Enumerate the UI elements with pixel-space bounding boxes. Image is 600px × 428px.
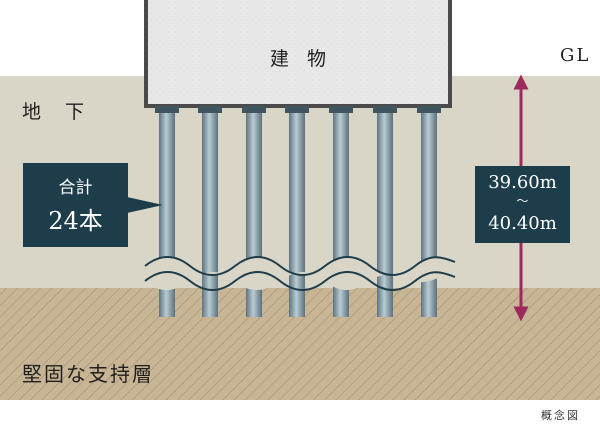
pile-depth-separator: 〜 [516,194,529,208]
pile [285,106,309,317]
pile-depth-callout: 39.60m 〜 40.40m [475,166,570,243]
bearing-layer-label: 堅固な支持層 [22,362,154,386]
conceptual-diagram-note: 概念図 [541,409,580,422]
building-label: 建物 [269,48,344,70]
pile-count-title: 合計 [58,178,93,198]
pile [198,106,222,317]
count-callout-pointer [127,197,163,213]
underground-label: 地下 [22,101,109,123]
pile-depth-min: 39.60m [488,172,557,193]
pile-count-value: 24本 [48,207,103,235]
omission-break [144,256,456,291]
pile-group [155,106,441,317]
pile [373,106,397,317]
ground-level-label: GL [560,45,591,66]
pile-depth-max: 40.40m [488,213,557,234]
pile-count-callout: 合計 24本 [23,163,128,247]
